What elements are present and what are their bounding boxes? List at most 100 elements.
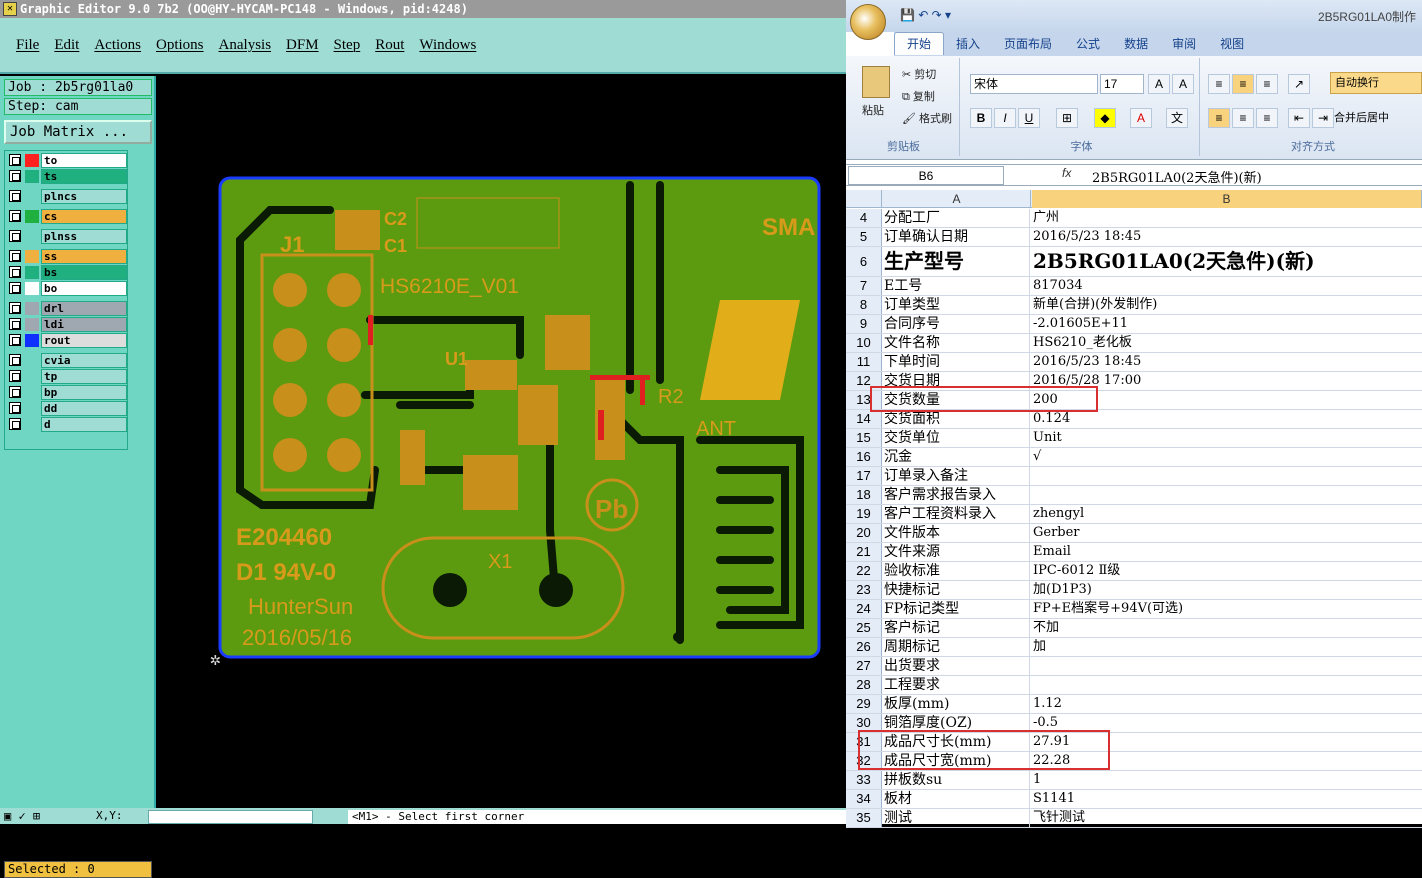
cell-b[interactable]: 不加 [1033,620,1060,635]
cell-b[interactable]: 2016/5/23 18:45 [1033,229,1142,244]
layer-checkbox[interactable] [9,282,21,294]
layer-row-to[interactable]: to [7,153,127,168]
shrink-font-button[interactable]: A [1172,74,1194,94]
row-header[interactable]: 11 [846,353,882,371]
layer-checkbox[interactable] [9,250,21,262]
row-header[interactable]: 6 [846,247,882,276]
cell-a[interactable]: FP标记类型 [883,600,1030,618]
row-header[interactable]: 5 [846,228,882,246]
layer-row-bp[interactable]: bp [7,385,127,400]
layer-name[interactable]: plnss [41,229,127,244]
layer-name[interactable]: drl [41,301,127,316]
menu-actions[interactable]: Actions [94,36,142,53]
cell-a[interactable]: 订单录入备注 [883,467,1030,485]
layer-row-ldi[interactable]: ldi [7,317,127,332]
ribbon-tab-4[interactable]: 数据 [1124,37,1149,51]
font-size-select[interactable]: 17 [1100,74,1144,94]
ribbon-tab-0[interactable]: 开始 [894,32,945,55]
row-header[interactable]: 16 [846,448,882,466]
layer-row-dd[interactable]: dd [7,401,127,416]
pcb-canvas[interactable]: J1 C2 C1 HS6210E_V01 U1 R2 ANT SMA E2044… [0,0,846,808]
row-header[interactable]: 24 [846,600,882,618]
copy-button[interactable]: ⧉ 复制 [902,91,935,103]
cell-a[interactable]: 合同序号 [883,315,1030,333]
select-all-corner[interactable] [846,190,882,208]
row-header[interactable]: 29 [846,695,882,713]
cell-a[interactable]: 板材 [883,790,1030,808]
row-header[interactable]: 8 [846,296,882,314]
row-header[interactable]: 17 [846,467,882,485]
phonetic-button[interactable]: 文 [1166,108,1188,128]
align-bottom-button[interactable]: ≡ [1256,74,1278,94]
font-color-button[interactable]: A [1130,108,1152,128]
layer-row-bs[interactable]: bs [7,265,127,280]
cell-a[interactable]: 生产型号 [883,247,1030,276]
cell-b[interactable]: -2.01605E+11 [1033,316,1129,331]
cell-a[interactable]: 周期标记 [883,638,1030,656]
cell-a[interactable]: 客户需求报告录入 [883,486,1030,504]
layer-checkbox[interactable] [9,170,21,182]
cell-b[interactable]: Gerber [1033,525,1080,540]
menu-windows[interactable]: Windows [419,36,477,53]
layer-name[interactable]: d [41,417,127,432]
cell-b[interactable]: 加 [1033,639,1047,654]
layer-row-cs[interactable]: cs [7,209,127,224]
cell-a[interactable]: E工号 [883,277,1030,295]
layer-name[interactable]: rout [41,333,127,348]
layer-name[interactable]: ss [41,249,127,264]
cell-a[interactable]: 文件版本 [883,524,1030,542]
ribbon-tab-3[interactable]: 公式 [1076,37,1101,51]
merge-center-button[interactable]: 合并后居中 [1334,112,1389,124]
cell-b[interactable]: 200 [1033,392,1058,407]
layer-name[interactable]: to [41,153,127,168]
cell-b[interactable]: 2016/5/28 17:00 [1033,373,1142,388]
cell-a[interactable]: 下单时间 [883,353,1030,371]
cell-b[interactable] [1032,467,1422,485]
layer-checkbox[interactable] [9,318,21,330]
ribbon-tab-6[interactable]: 视图 [1220,37,1245,51]
cell-b[interactable]: 新单(合拼)(外发制作) [1033,297,1158,312]
layer-row-tp[interactable]: tp [7,369,127,384]
ribbon-tab-5[interactable]: 审阅 [1172,37,1197,51]
align-right-button[interactable]: ≡ [1256,108,1278,128]
cell-b[interactable]: 2B5RG01LA0(2天急件)(新) [1033,249,1315,273]
font-name-select[interactable]: 宋体 [970,74,1098,94]
layer-checkbox[interactable] [9,354,21,366]
underline-button[interactable]: U [1018,108,1040,128]
row-header[interactable]: 35 [846,809,882,827]
cell-a[interactable]: 成品尺寸长(mm) [883,733,1030,751]
cell-a[interactable]: 订单类型 [883,296,1030,314]
row-header[interactable]: 20 [846,524,882,542]
format-painter-button[interactable]: 🖌 格式刷 [902,113,953,125]
fill-color-button[interactable]: ◆ [1094,108,1116,128]
row-header[interactable]: 7 [846,277,882,295]
cell-a[interactable]: 交货日期 [883,372,1030,390]
layer-checkbox[interactable] [9,334,21,346]
cell-b[interactable]: HS6210_老化板 [1033,335,1132,350]
paste-button[interactable]: 粘贴 [862,105,884,117]
menu-edit[interactable]: Edit [54,36,80,53]
cell-a[interactable]: 沉金 [883,448,1030,466]
layer-checkbox[interactable] [9,190,21,202]
increase-indent-button[interactable]: ⇥ [1312,108,1334,128]
cell-a[interactable]: 文件名称 [883,334,1030,352]
cell-b[interactable]: Unit [1033,430,1062,445]
cell-b[interactable]: 广州 [1033,210,1060,225]
cell-a[interactable]: 工程要求 [883,676,1030,694]
cell-b[interactable]: 0.124 [1033,411,1071,426]
row-header[interactable]: 10 [846,334,882,352]
menu-rout[interactable]: Rout [375,36,405,53]
border-button[interactable]: ⊞ [1056,108,1078,128]
layer-name[interactable]: bp [41,385,127,400]
cell-b[interactable]: IPC-6012 Ⅱ级 [1033,563,1121,578]
job-matrix-button[interactable]: Job Matrix ... [4,120,152,144]
layer-checkbox[interactable] [9,210,21,222]
layer-row-cvia[interactable]: cvia [7,353,127,368]
cell-a[interactable]: 板厚(mm) [883,695,1030,713]
layer-checkbox[interactable] [9,266,21,278]
cell-b[interactable]: -0.5 [1033,715,1059,730]
toolbar-icons[interactable]: ▣ ✓ ⊞ [4,809,41,823]
layer-checkbox[interactable] [9,302,21,314]
office-button[interactable] [850,4,886,40]
